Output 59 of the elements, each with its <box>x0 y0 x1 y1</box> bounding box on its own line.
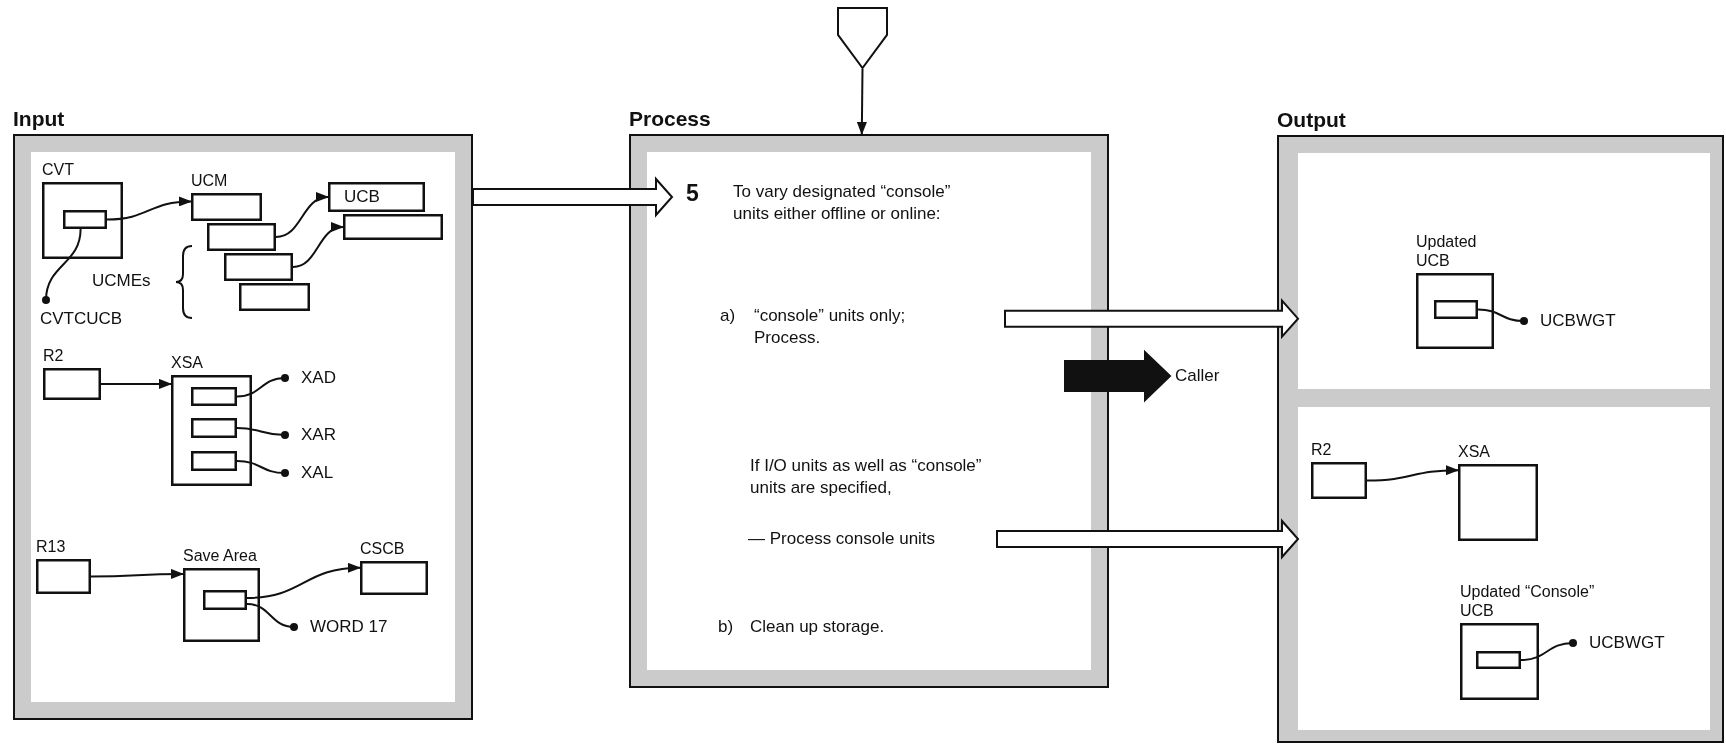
block-name-label: XSA <box>171 353 203 372</box>
step-number: a) <box>720 305 737 327</box>
block-name-label: Updated UCB <box>1416 233 1478 270</box>
panel-title: Input <box>13 106 65 131</box>
field-name-label: UCBWGT <box>1540 311 1616 330</box>
process-note: If I/O units as well as “console” units are specified, <box>750 455 983 499</box>
step-text: — Process console units <box>748 528 936 550</box>
block-name-label: XSA <box>1458 442 1490 461</box>
field-name-label: WORD 17 <box>310 617 388 636</box>
pointer-field <box>63 210 107 229</box>
block-name-label: R13 <box>36 537 66 556</box>
arrow <box>106 196 192 221</box>
hollow-arrow <box>996 518 1300 560</box>
arrow <box>100 378 172 389</box>
panel-title: Process <box>629 106 711 131</box>
control-block-box <box>343 214 443 240</box>
step-number: 5 <box>686 181 700 205</box>
field-name-label: XAD <box>301 368 336 387</box>
step-text: “console” units only; Process. <box>754 305 907 349</box>
block-name-label: UCB <box>344 187 380 207</box>
pointer-field <box>191 451 237 471</box>
block-name-label: Updated “Console” UCB <box>1460 583 1596 620</box>
block-name-label: R2 <box>43 346 64 365</box>
block-name-label: Save Area <box>183 546 257 565</box>
block-name-label: UCM <box>191 171 228 190</box>
arrow <box>856 68 867 135</box>
field-name-label: CVTCUCB <box>40 309 123 328</box>
caller-label: Caller <box>1175 366 1220 385</box>
output-section-background <box>1298 153 1710 389</box>
hollow-arrow <box>1004 298 1300 340</box>
pointer-field <box>1476 651 1521 669</box>
control-block-box <box>239 283 310 311</box>
step-text: To vary designated “console” units either offline or online: <box>733 181 952 225</box>
field-name-label: UCBWGT <box>1589 633 1665 652</box>
block-arrow <box>1064 349 1172 403</box>
control-block-box <box>207 223 276 251</box>
pointer-field <box>203 590 247 610</box>
arrow <box>1366 465 1459 482</box>
process-note: b) <box>718 616 735 638</box>
group-label: UCMEs <box>92 270 152 292</box>
arrow <box>246 563 361 599</box>
arrow <box>275 193 329 238</box>
arrow <box>90 569 184 579</box>
pointer-field <box>1434 300 1478 319</box>
panel-title: Output <box>1277 107 1346 132</box>
block-name-label: CVT <box>42 160 74 179</box>
block-name-label: R2 <box>1311 440 1332 459</box>
field-name-label: XAL <box>301 463 334 482</box>
control-block-box <box>224 253 293 281</box>
arrow <box>292 223 344 268</box>
off-page-connector <box>837 7 888 69</box>
process-note: Clean up storage. <box>750 616 886 638</box>
hollow-arrow <box>472 176 674 218</box>
pointer-field <box>191 387 237 406</box>
block-name-label: CSCB <box>360 539 405 558</box>
output-section-background <box>1298 407 1710 730</box>
field-name-label: XAR <box>301 425 336 444</box>
pointer-field <box>191 418 237 438</box>
control-block-box <box>328 182 425 212</box>
